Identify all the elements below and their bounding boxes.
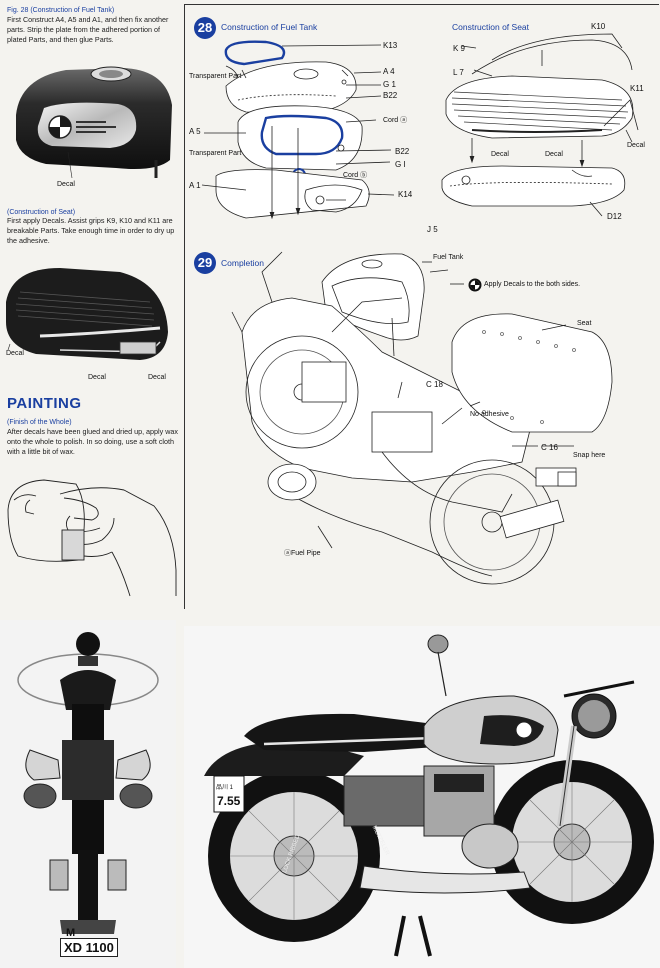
step-28-badge: 28 bbox=[194, 17, 216, 39]
painting-title: PAINTING bbox=[7, 395, 82, 412]
label-k14: K14 bbox=[398, 190, 413, 199]
front-license-plate: XD 1100 bbox=[60, 938, 118, 957]
label-k9: K 9 bbox=[453, 44, 466, 53]
label-fuel-tank: Fuel Tank bbox=[433, 254, 464, 261]
assembly-panel bbox=[184, 4, 659, 609]
label-c16: C 16 bbox=[541, 443, 558, 452]
label-decal-b: Decal bbox=[545, 151, 563, 158]
label-cord-b: Cord ⓑ bbox=[343, 172, 368, 179]
side-license-plate: 7.55 bbox=[217, 794, 241, 808]
label-d12: D12 bbox=[607, 212, 622, 221]
tank-decal-label: Decal bbox=[57, 181, 75, 188]
seat-decal-left: Decal bbox=[6, 350, 24, 357]
fuel-tank-exploded-diagram bbox=[186, 30, 426, 230]
fuel-tank-instructions: First Construct A4, A5 and A1, and then … bbox=[7, 15, 169, 44]
label-decal-a: Decal bbox=[491, 151, 509, 158]
polishing-illustration bbox=[4, 470, 180, 598]
bmw-roundel-icon bbox=[468, 278, 482, 292]
fig-caption: Fig. 28 (Construction of Fuel Tank) bbox=[7, 7, 115, 14]
side-plate-small: 品川 1 bbox=[216, 785, 234, 791]
label-no-adhesive: No adhesive bbox=[470, 411, 509, 418]
seat-illustration bbox=[0, 262, 176, 382]
side-view-photo bbox=[184, 626, 660, 968]
label-fuel-pipe: ⓐFuel Pipe bbox=[284, 550, 321, 557]
step-28-title-tank: Construction of Fuel Tank bbox=[221, 22, 318, 32]
label-transparent-part-top: Transparent Part bbox=[189, 73, 242, 80]
label-seat: Seat bbox=[577, 320, 592, 327]
label-g1-bottom: G I bbox=[395, 160, 406, 169]
label-a1: A 1 bbox=[189, 181, 201, 190]
step-29-title: Completion bbox=[221, 258, 264, 268]
label-k10: K10 bbox=[591, 22, 606, 31]
label-snap-here: Snap here bbox=[573, 452, 606, 459]
seat-decal-middle: Decal bbox=[88, 374, 106, 381]
label-g1-top: G 1 bbox=[383, 80, 396, 89]
label-a5: A 5 bbox=[189, 127, 201, 136]
step-28-title-seat: Construction of Seat bbox=[452, 22, 530, 32]
seat-exploded-diagram bbox=[432, 30, 658, 225]
label-l7: L 7 bbox=[453, 68, 464, 77]
label-b22-bottom: B22 bbox=[395, 147, 410, 156]
label-k13: K13 bbox=[383, 41, 398, 50]
label-apply-decals: Apply Decals to the both sides. bbox=[484, 281, 581, 288]
label-cord-a: Cord ⓐ bbox=[383, 117, 408, 124]
step-29-badge: 29 bbox=[194, 252, 216, 274]
front-view-photo bbox=[0, 620, 176, 968]
painting-subtitle: (Finish of the Whole) bbox=[7, 419, 72, 426]
seat-heading: (Construction of Seat) bbox=[7, 209, 76, 216]
label-c18: C 18 bbox=[426, 380, 443, 389]
seat-decal-right: Decal bbox=[148, 374, 166, 381]
label-transparent-part-bottom: Transparent Part bbox=[189, 150, 242, 157]
label-a4: A 4 bbox=[383, 67, 395, 76]
label-k11: K11 bbox=[630, 84, 644, 93]
seat-instructions: First apply Decals. Assist grips K9, K10… bbox=[7, 216, 175, 245]
label-decal-right: Decal bbox=[627, 142, 645, 149]
front-plate-small: M bbox=[66, 927, 76, 939]
painting-instructions: After decals have been glued and dried u… bbox=[7, 427, 179, 456]
fuel-tank-illustration bbox=[6, 60, 180, 190]
label-j5: J 5 bbox=[427, 225, 438, 234]
completion-diagram bbox=[212, 232, 658, 608]
label-b22-top: B22 bbox=[383, 91, 398, 100]
